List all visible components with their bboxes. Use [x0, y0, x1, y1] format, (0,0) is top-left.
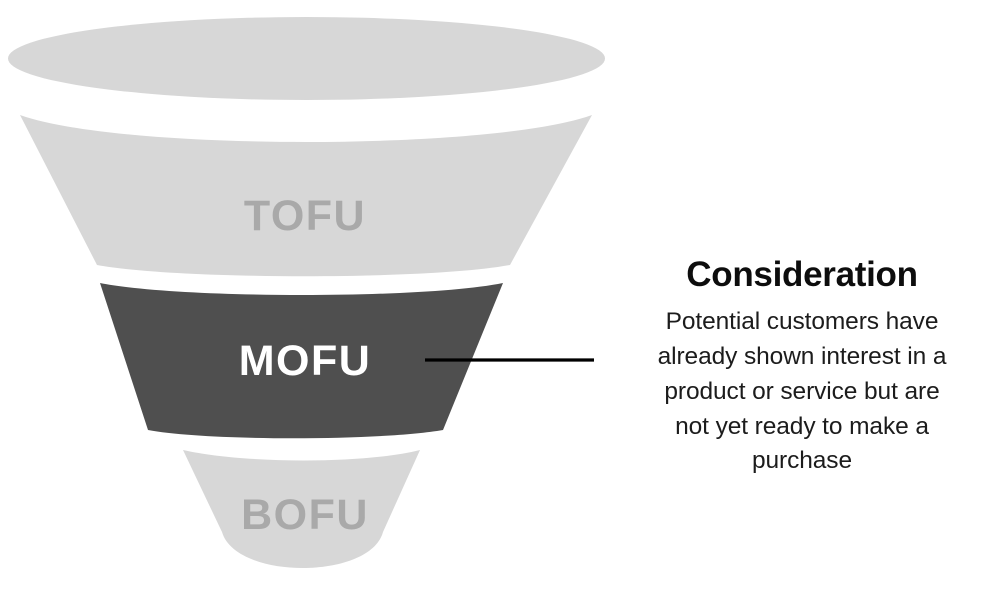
callout-body-line: product or service but are [664, 377, 940, 405]
callout-body-line: Potential customers have [665, 308, 939, 336]
funnel-stage-label-bofu: BOFU [241, 491, 369, 539]
funnel-band-tofu[interactable] [20, 115, 592, 277]
callout-body-line: purchase [752, 447, 852, 475]
callout-body: Potential customers have already shown i… [612, 305, 992, 479]
callout-body-line: already shown interest in a [657, 343, 947, 371]
funnel-band-bofu[interactable] [183, 450, 420, 568]
callout-title: Consideration [686, 255, 918, 294]
funnel-stage-label-tofu: TOFU [243, 192, 367, 240]
callout-body-line: not yet ready to make a [675, 412, 929, 440]
funnel-rim-ellipse [8, 17, 605, 100]
funnel-band-mofu[interactable] [100, 283, 503, 439]
funnel-stage-label-mofu: MOFU [238, 337, 372, 385]
callout-panel: Consideration Potential customers have a… [612, 255, 992, 479]
